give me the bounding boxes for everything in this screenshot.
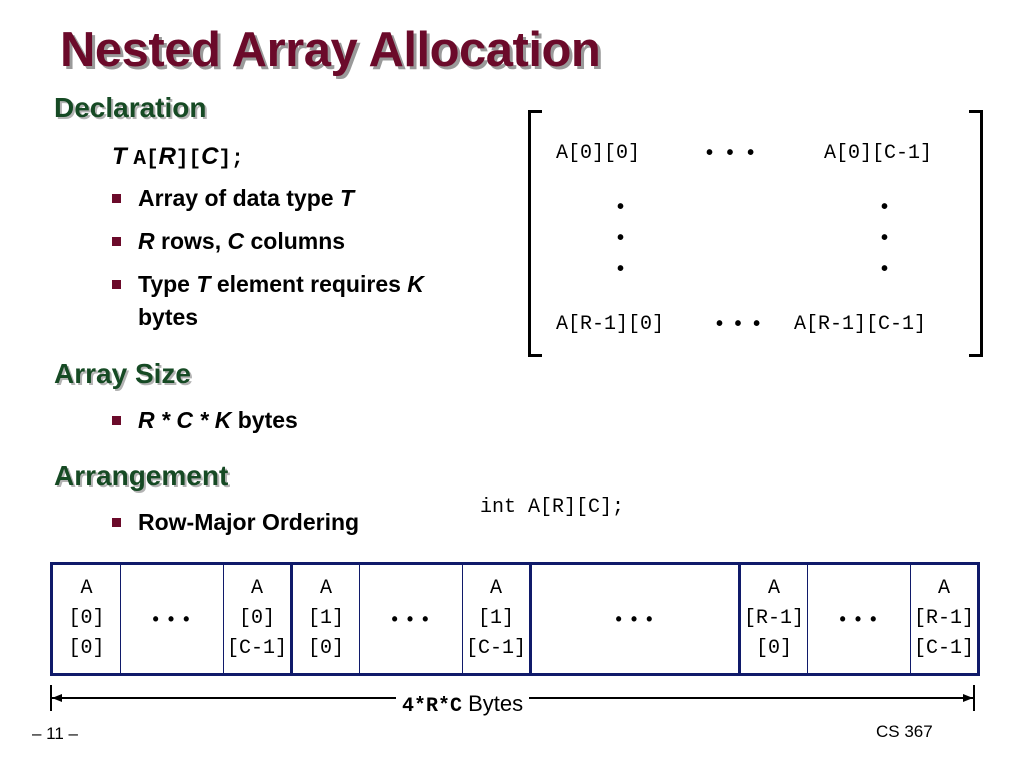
bullet-square-icon <box>112 416 121 425</box>
size-r: R <box>138 407 155 433</box>
left-bracket <box>528 110 542 357</box>
bullet-mid: rows, <box>154 228 228 254</box>
matrix-vdot: • <box>881 196 889 218</box>
memory-cell: A [R-1] [C-1] <box>910 563 979 675</box>
matrix-vdot: • <box>617 196 625 218</box>
memory-cell-ellipsis: • • • <box>807 563 911 675</box>
size-c: C <box>176 407 193 433</box>
matrix-top-right: A[0][C-1] <box>824 142 933 165</box>
bullet-row-major: Row-Major Ordering <box>112 506 502 539</box>
page-number: – 11 – <box>32 724 79 743</box>
bullet-k: K <box>407 271 424 297</box>
matrix-vdot: • <box>881 227 889 249</box>
byte-expr: 4*R*C <box>402 695 463 718</box>
bullet-t: T <box>339 185 355 211</box>
bullet-data-type: Array of data type T <box>112 182 502 215</box>
bullet-b: element requires <box>210 271 408 297</box>
memory-cell-ellipsis: • • • <box>359 563 463 675</box>
bullet-rows-columns: R rows, C columns <box>112 225 502 258</box>
array-size-heading: Array Size <box>54 358 191 389</box>
matrix-vdot: • <box>617 227 625 249</box>
slide-title: Nested Array Allocation <box>60 23 601 77</box>
arrangement-heading: Arrangement <box>54 460 229 491</box>
bullet-c: C <box>227 228 245 254</box>
bullet-size-formula: R * C * K bytes <box>112 404 502 437</box>
type-t: T <box>112 143 127 170</box>
size-s1: * <box>154 407 177 433</box>
decl-r: R <box>158 143 176 170</box>
size-k: K <box>214 407 232 433</box>
byte-unit: Bytes <box>462 691 524 716</box>
matrix-bottom-left: A[R-1][0] <box>556 313 665 336</box>
memory-cell: A [R-1] [0] <box>739 563 808 675</box>
bullet-square-icon <box>112 237 121 246</box>
decl-c: C <box>201 143 219 170</box>
bullet-t: T <box>196 271 211 297</box>
matrix-top-dots: • • • <box>706 142 759 164</box>
memory-cell: A [1] [0] <box>291 563 360 675</box>
bullet-a: Type <box>138 271 197 297</box>
decl-a: A[ <box>133 148 159 171</box>
matrix-diagram: A[0][0] • • • A[0][C-1] • • • • • • A[R-… <box>528 110 983 357</box>
bullet-r: R <box>138 228 155 254</box>
declaration-line: T A[R][C]; <box>112 143 244 171</box>
size-end: bytes <box>231 407 298 433</box>
bullet-square-icon <box>112 194 121 203</box>
right-bracket <box>969 110 983 357</box>
matrix-top-left: A[0][0] <box>556 142 641 165</box>
matrix-vdot: • <box>617 258 625 280</box>
size-s2: * <box>192 407 215 433</box>
memory-cell-ellipsis: • • • <box>530 563 741 675</box>
matrix-bottom-dots: • • • <box>716 313 764 335</box>
memory-cell: A [0] [C-1] <box>223 563 293 675</box>
int-declaration: int A[R][C]; <box>480 496 625 519</box>
byte-span-label: 4*R*C Bytes <box>396 691 530 718</box>
bullet-square-icon <box>112 518 121 527</box>
decl-mid: ][ <box>175 148 202 171</box>
bullet-square-icon <box>112 280 121 289</box>
declaration-heading: Declaration <box>54 92 207 123</box>
course-label: CS 367 <box>876 722 933 741</box>
memory-cell-ellipsis: • • • <box>120 563 224 675</box>
memory-layout-table: A [0] [0] • • • A [0] [C-1] A [1] [0] • … <box>50 562 980 676</box>
decl-end: ]; <box>218 148 244 171</box>
memory-cell: A [1] [C-1] <box>462 563 532 675</box>
bullet-end: columns <box>244 228 346 254</box>
memory-cell: A [0] [0] <box>51 563 121 675</box>
matrix-bottom-right: A[R-1][C-1] <box>794 313 927 336</box>
bullet-bytes: bytes <box>138 304 199 330</box>
bullet-text: Row-Major Ordering <box>138 509 360 535</box>
bullet-text: Array of data type <box>138 185 340 211</box>
matrix-vdot: • <box>881 258 889 280</box>
